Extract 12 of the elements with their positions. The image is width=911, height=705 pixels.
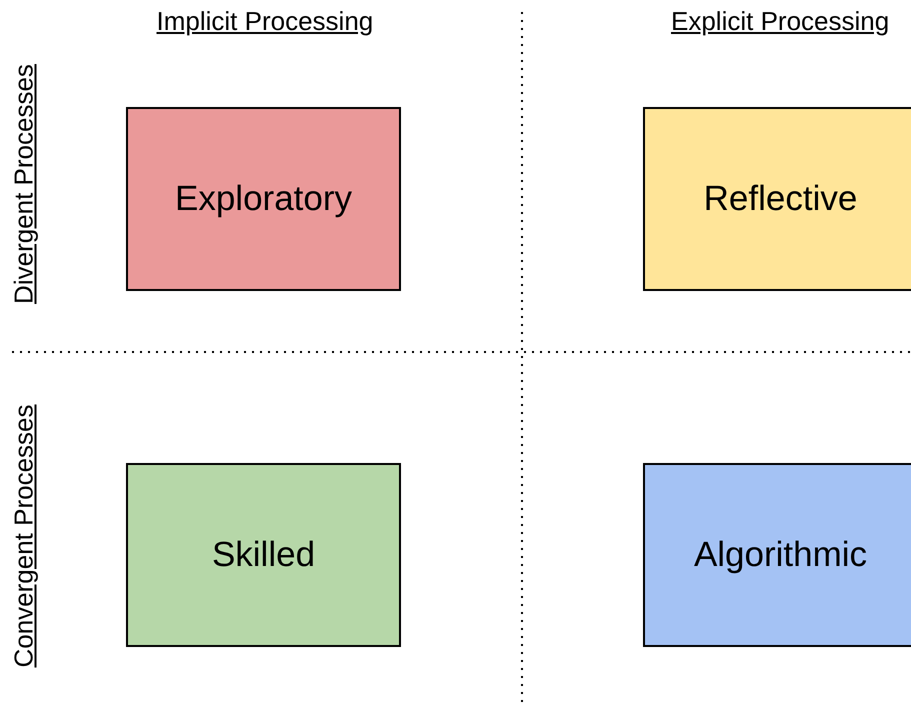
quadrant-label: Algorithmic bbox=[694, 535, 868, 574]
quadrant-box bbox=[126, 107, 401, 291]
quadrant-box bbox=[643, 463, 911, 647]
quadrant-box bbox=[126, 463, 401, 647]
quadrant-label: Reflective bbox=[704, 179, 858, 218]
row-heading: Divergent Processes bbox=[8, 64, 40, 304]
quadrant-label: Exploratory bbox=[174, 179, 352, 218]
column-heading: Explicit Processing bbox=[671, 6, 890, 37]
row-heading: Convergent Processes bbox=[8, 404, 40, 668]
quadrant-box bbox=[643, 107, 911, 291]
column-heading: Implicit Processing bbox=[156, 6, 374, 37]
quadrant-label: Skilled bbox=[212, 535, 316, 574]
